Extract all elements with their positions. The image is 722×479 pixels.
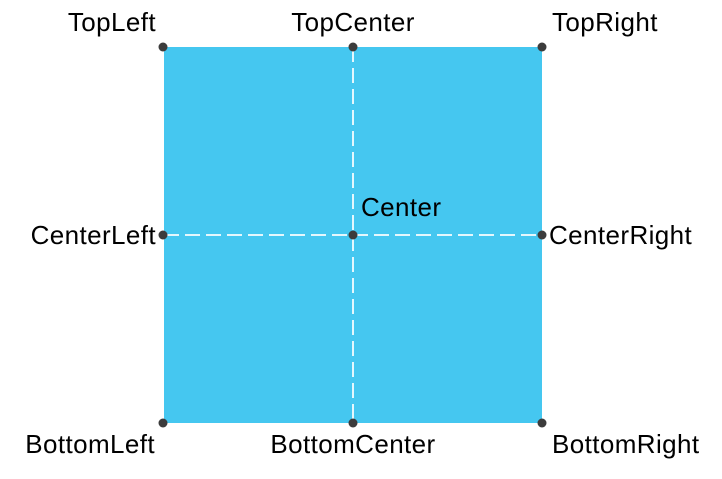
label-bottom-right: BottomRight (552, 429, 700, 459)
label-center-left: CenterLeft (30, 220, 156, 250)
anchor-dot-bottom-left (158, 418, 168, 428)
anchor-dot-center (348, 230, 358, 240)
label-top-center: TopCenter (291, 7, 415, 37)
label-bottom-left: BottomLeft (25, 429, 155, 459)
anchor-dot-bottom-right (537, 418, 547, 428)
anchor-dot-bottom-center (348, 418, 358, 428)
anchor-dot-center-right (537, 230, 547, 240)
label-center-right: CenterRight (549, 220, 693, 250)
label-top-right: TopRight (552, 7, 658, 37)
anchor-dot-center-left (158, 230, 168, 240)
label-center: Center (361, 192, 442, 222)
label-top-left: TopLeft (67, 7, 156, 37)
anchor-dot-top-left (158, 42, 168, 52)
anchor-dot-top-right (537, 42, 547, 52)
anchor-dot-top-center (348, 42, 358, 52)
label-bottom-center: BottomCenter (270, 429, 436, 459)
